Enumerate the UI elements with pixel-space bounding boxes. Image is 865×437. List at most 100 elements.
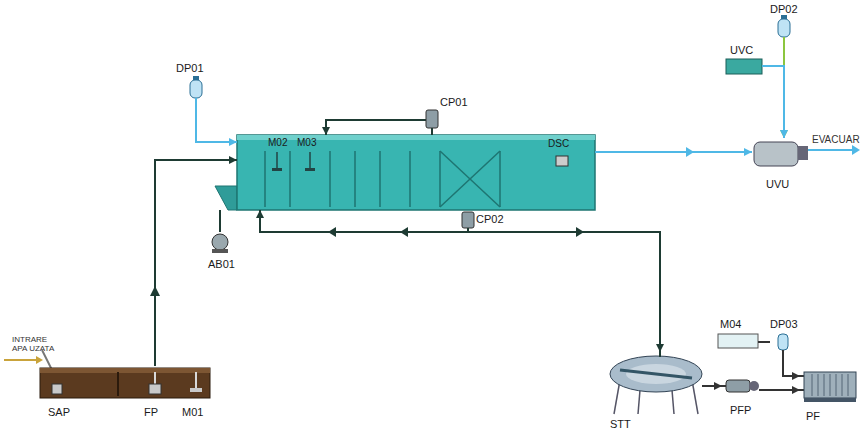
hopper-line	[440, 151, 500, 207]
pump-unit: CP02	[456, 212, 518, 236]
pipe-stub	[722, 385, 726, 387]
partition-wall	[329, 151, 331, 207]
filter-plate	[848, 374, 849, 396]
equipment-tag: FP	[144, 406, 158, 419]
dosing-pump: DP02	[768, 3, 800, 41]
pipe-stub	[783, 37, 785, 41]
pipe-stub	[431, 128, 433, 135]
pipe-stub	[467, 228, 469, 232]
pipe-line	[764, 66, 784, 138]
connector-group	[155, 41, 800, 390]
discharge-pipe	[808, 149, 852, 151]
clarifier-symbol	[610, 356, 702, 392]
inlet-arrow	[36, 356, 43, 364]
filter-plate	[812, 374, 813, 396]
pipe-line	[766, 389, 800, 391]
pipe-stub	[759, 389, 766, 391]
blower-base	[212, 249, 228, 253]
clarifier-leg	[638, 390, 640, 414]
pipe-line	[155, 160, 237, 366]
pipe-stub	[702, 385, 706, 387]
filter-press-symbol	[804, 372, 856, 398]
filter-press-base	[804, 398, 856, 402]
pipe-line	[260, 210, 456, 232]
pipe-stub	[659, 352, 661, 357]
pipe-line	[595, 151, 752, 153]
equipment-tag: SAP	[48, 406, 70, 419]
mixer-shaft	[276, 152, 278, 168]
partition-wall	[409, 151, 411, 207]
dosing-pump: DP01	[176, 62, 216, 102]
hopper-line	[440, 151, 500, 207]
pump-symbol	[52, 384, 62, 394]
partition-wall	[354, 151, 356, 207]
equipment-tag: PFP	[730, 404, 751, 417]
blower-unit: AB01	[206, 232, 242, 276]
pit-weir	[117, 372, 119, 396]
filter-plate	[824, 374, 825, 396]
filter-plates	[812, 374, 848, 396]
pipe-stub	[800, 389, 804, 391]
pipe-line	[762, 341, 770, 343]
clarifier-bridge	[620, 370, 692, 378]
pipe-stub	[758, 341, 762, 343]
partition-wall	[379, 151, 381, 207]
pit-tank	[40, 368, 210, 398]
treatment-tank: M02M03DSC	[237, 135, 595, 210]
equipment-tag: PF	[806, 410, 820, 423]
pipe-line	[219, 210, 221, 232]
equipment-tag: DP03	[770, 318, 798, 331]
pipe-stub	[456, 231, 518, 233]
inlet-label: INTRARE APA UZATA	[12, 336, 62, 354]
pipe-line	[706, 385, 722, 387]
partition-wall	[289, 151, 291, 207]
mixer-blade	[272, 168, 282, 171]
equipment-tag: CP02	[476, 213, 504, 226]
pump-head	[193, 76, 199, 80]
treatment-tank	[237, 135, 595, 210]
filter-plate	[818, 374, 819, 396]
tank-water-surface	[237, 135, 595, 140]
pump-symbol	[426, 110, 438, 128]
dosing-pump: DP03	[770, 318, 804, 352]
clarifier: STT	[606, 352, 706, 432]
dosing-pump-symbol	[778, 334, 788, 350]
partition-wall	[439, 151, 441, 207]
collection-tank: SAPFPM01	[40, 366, 212, 420]
uv-control-box	[726, 59, 762, 74]
partition-wall	[499, 151, 501, 207]
filter-plate	[830, 374, 831, 396]
filter-press: PF	[800, 366, 862, 424]
mixer-shaft	[309, 152, 311, 168]
filter-plate	[842, 374, 843, 396]
mixer-shaft	[195, 372, 197, 389]
equipment-tag: DP01	[176, 62, 204, 75]
uv-reactor-cap	[798, 146, 808, 160]
equipment-tag: DSC	[548, 138, 569, 150]
pump-head	[781, 15, 787, 19]
pump-unit: CP01	[420, 96, 474, 132]
tank-partitions	[265, 151, 500, 207]
equipment-tag: M03	[297, 137, 316, 149]
pump-symbol	[149, 384, 161, 394]
discharge-arrow	[852, 145, 860, 155]
inlet-chamber	[215, 186, 237, 210]
uv-control-box: UVC	[724, 44, 764, 76]
pump-motor	[749, 381, 759, 391]
dosing-pump-symbol	[190, 80, 202, 98]
pit-water-surface	[40, 368, 210, 373]
equipment-tag: AB01	[208, 258, 235, 271]
mixer-blade	[190, 388, 202, 392]
reagent-tank: M04	[716, 318, 762, 352]
pump-symbol	[556, 156, 568, 166]
clarifier-leg	[672, 390, 674, 414]
pipe-line	[518, 232, 660, 352]
equipment-tag: UVC	[730, 44, 753, 57]
uv-unit: UVU	[752, 138, 814, 192]
pipe-line	[783, 352, 800, 376]
pipe-line	[326, 120, 420, 135]
partition-wall	[264, 151, 266, 207]
